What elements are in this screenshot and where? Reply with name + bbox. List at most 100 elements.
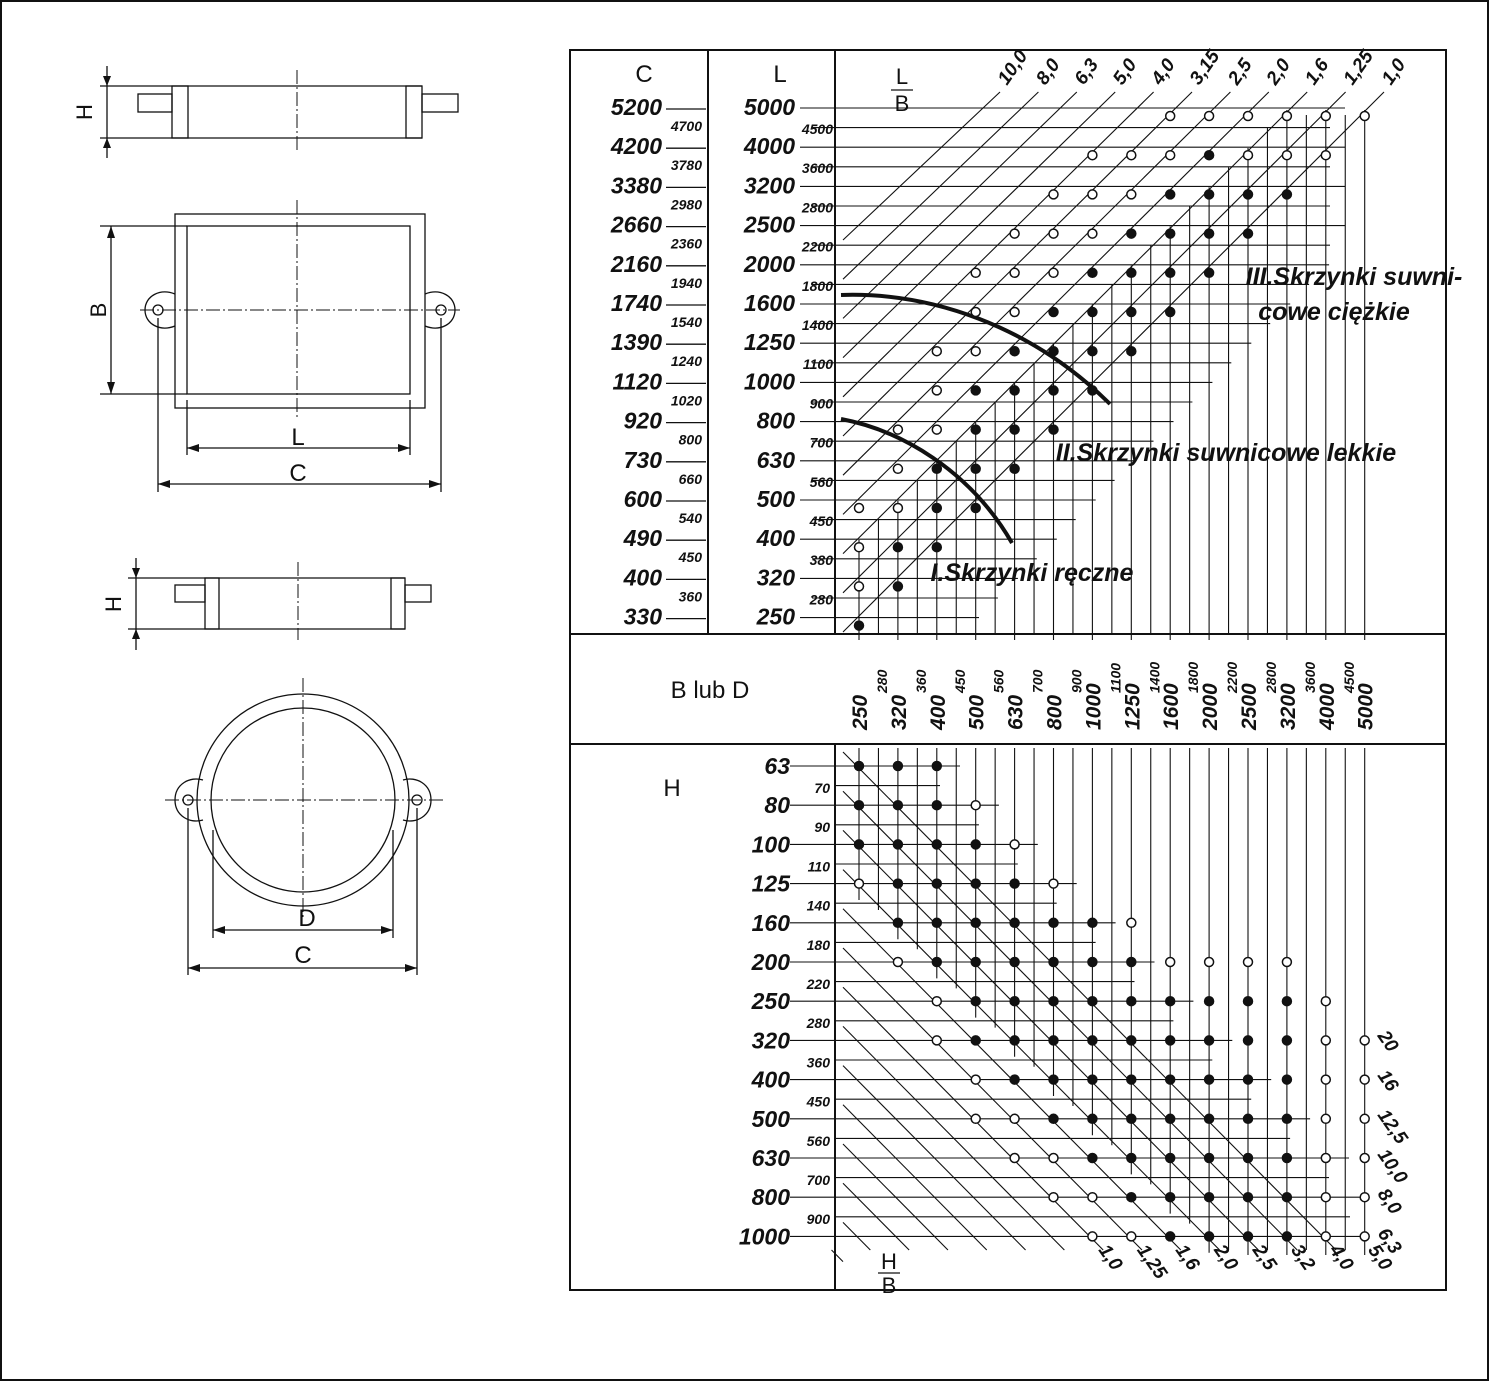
bd-axis-major-label: 1600 (1160, 683, 1183, 730)
dot-filled (1242, 1113, 1254, 1125)
dot-open (1242, 110, 1254, 122)
c-axis-minor-label: 4700 (670, 118, 702, 134)
c-axis-minor-label: 800 (679, 432, 703, 448)
dot-open (970, 799, 981, 811)
dot-filled (1281, 1231, 1293, 1242)
dot-filled (931, 760, 943, 772)
dot-open (1087, 189, 1098, 200)
dot-open (1320, 1035, 1332, 1046)
ratio-hb-right-label: 20 (1372, 1026, 1402, 1057)
dot-open (931, 385, 943, 396)
ratio-line-lb (842, 91, 1001, 241)
h-axis-major-label: 630 (752, 1145, 791, 1171)
dot-open (970, 267, 981, 279)
dot-open (1320, 149, 1332, 161)
h-axis-major-label: 800 (752, 1184, 791, 1210)
rect-flask-plan-sketch (100, 200, 460, 492)
dot-filled (1164, 189, 1176, 200)
dot-filled (931, 878, 943, 889)
bd-axis-major-label: 4000 (1316, 683, 1339, 731)
boundary-curve-hand-light (840, 417, 1014, 544)
dot-filled (1126, 995, 1137, 1007)
ratio-lb-label: 1,6 (1301, 55, 1334, 89)
h-axis-major-label: 80 (764, 792, 790, 818)
dot-open (1087, 1191, 1098, 1203)
c-axis-major-label: 600 (624, 486, 663, 512)
h-axis-minor-label: 70 (814, 780, 830, 796)
l-axis-minor-label: 280 (809, 591, 834, 607)
column-header-l: L (773, 61, 786, 88)
bd-axis-major-label: 2500 (1238, 683, 1261, 731)
bd-axis-major-label: 630 (1005, 695, 1028, 730)
l-axis-major-label: 1000 (744, 368, 795, 394)
ratio-line-lb (842, 91, 1078, 319)
dot-open (1164, 956, 1176, 968)
dot-filled (1009, 878, 1020, 889)
dot-filled (970, 463, 981, 475)
dot-filled (931, 799, 943, 811)
h-axis-major-label: 400 (751, 1067, 791, 1093)
c-axis-major-label: 1120 (613, 368, 663, 394)
bd-axis-minor-label: 2200 (1224, 662, 1240, 694)
h-axis-major-label: 125 (752, 871, 792, 897)
dot-filled (1281, 189, 1293, 200)
dot-filled (970, 956, 981, 968)
dot-filled (970, 424, 981, 435)
label-h-1: H (72, 104, 97, 120)
ratio-hb-label: 4,0 (1324, 1240, 1357, 1275)
dot-filled (1009, 995, 1020, 1007)
ratio-lb-label: 1,25 (1339, 46, 1378, 89)
h-axis-minor-label: 220 (806, 976, 831, 992)
dot-open (1009, 228, 1020, 239)
bd-axis-minor-label: 700 (1030, 669, 1046, 693)
dot-open (1009, 1152, 1020, 1164)
dot-filled (1203, 1035, 1215, 1046)
ratio-hb-numerator: H (881, 1249, 897, 1274)
bd-axis-minor-label: 2800 (1263, 662, 1279, 694)
ratio-line-hb (842, 1104, 988, 1251)
dot-open (931, 345, 943, 357)
dot-open (1048, 1152, 1059, 1164)
ratio-line-lb (842, 91, 1308, 554)
dot-open (1320, 995, 1332, 1007)
c-axis-minor-label: 660 (679, 471, 703, 487)
dot-filled (892, 541, 904, 553)
h-axis-major-label: 320 (752, 1027, 791, 1053)
dot-filled (1126, 1074, 1137, 1085)
dot-open (931, 1035, 943, 1046)
ratio-hb-right-label: 16 (1373, 1066, 1403, 1096)
dot-filled (853, 839, 865, 850)
boundary-curve-light-heavy (840, 292, 1112, 406)
dot-open (853, 878, 865, 889)
h-axis-minor-label: 280 (806, 1015, 831, 1031)
ratio-lb-numerator: L (896, 64, 908, 89)
c-axis-minor-label: 450 (678, 549, 703, 565)
dot-filled (1164, 1035, 1176, 1046)
ratio-lb-label: 1,0 (1378, 55, 1411, 89)
region-label-hand: I.Skrzynki ręczne (931, 559, 1134, 587)
dot-open (1126, 149, 1137, 161)
dot-open (1359, 1152, 1370, 1164)
h-axis-minor-label: 90 (814, 819, 830, 835)
dot-open (1126, 1231, 1137, 1242)
dot-filled (1048, 995, 1059, 1007)
dot-filled (970, 1035, 981, 1046)
dot-filled (1009, 917, 1020, 929)
dot-filled (1009, 385, 1020, 396)
round-flask-section-sketch (128, 558, 432, 650)
dot-filled (1242, 1035, 1254, 1046)
l-axis-major-label: 630 (757, 447, 796, 473)
ratio-lb-label: 4,0 (1147, 55, 1180, 90)
bd-axis-minor-label: 4500 (1341, 662, 1357, 694)
ratio-lb-label: 2,0 (1262, 55, 1295, 90)
dot-open (1087, 149, 1098, 161)
h-axis-major-label: 160 (752, 910, 791, 936)
dot-filled (1242, 228, 1254, 239)
bd-axis-major-label: 1250 (1121, 683, 1144, 730)
ratio-hb-label: 1,6 (1171, 1241, 1204, 1275)
dot-open (892, 956, 904, 968)
l-axis-minor-label: 1800 (802, 278, 833, 294)
dot-open (1242, 956, 1254, 968)
dot-open (1359, 110, 1370, 122)
dot-filled (1281, 1152, 1293, 1164)
